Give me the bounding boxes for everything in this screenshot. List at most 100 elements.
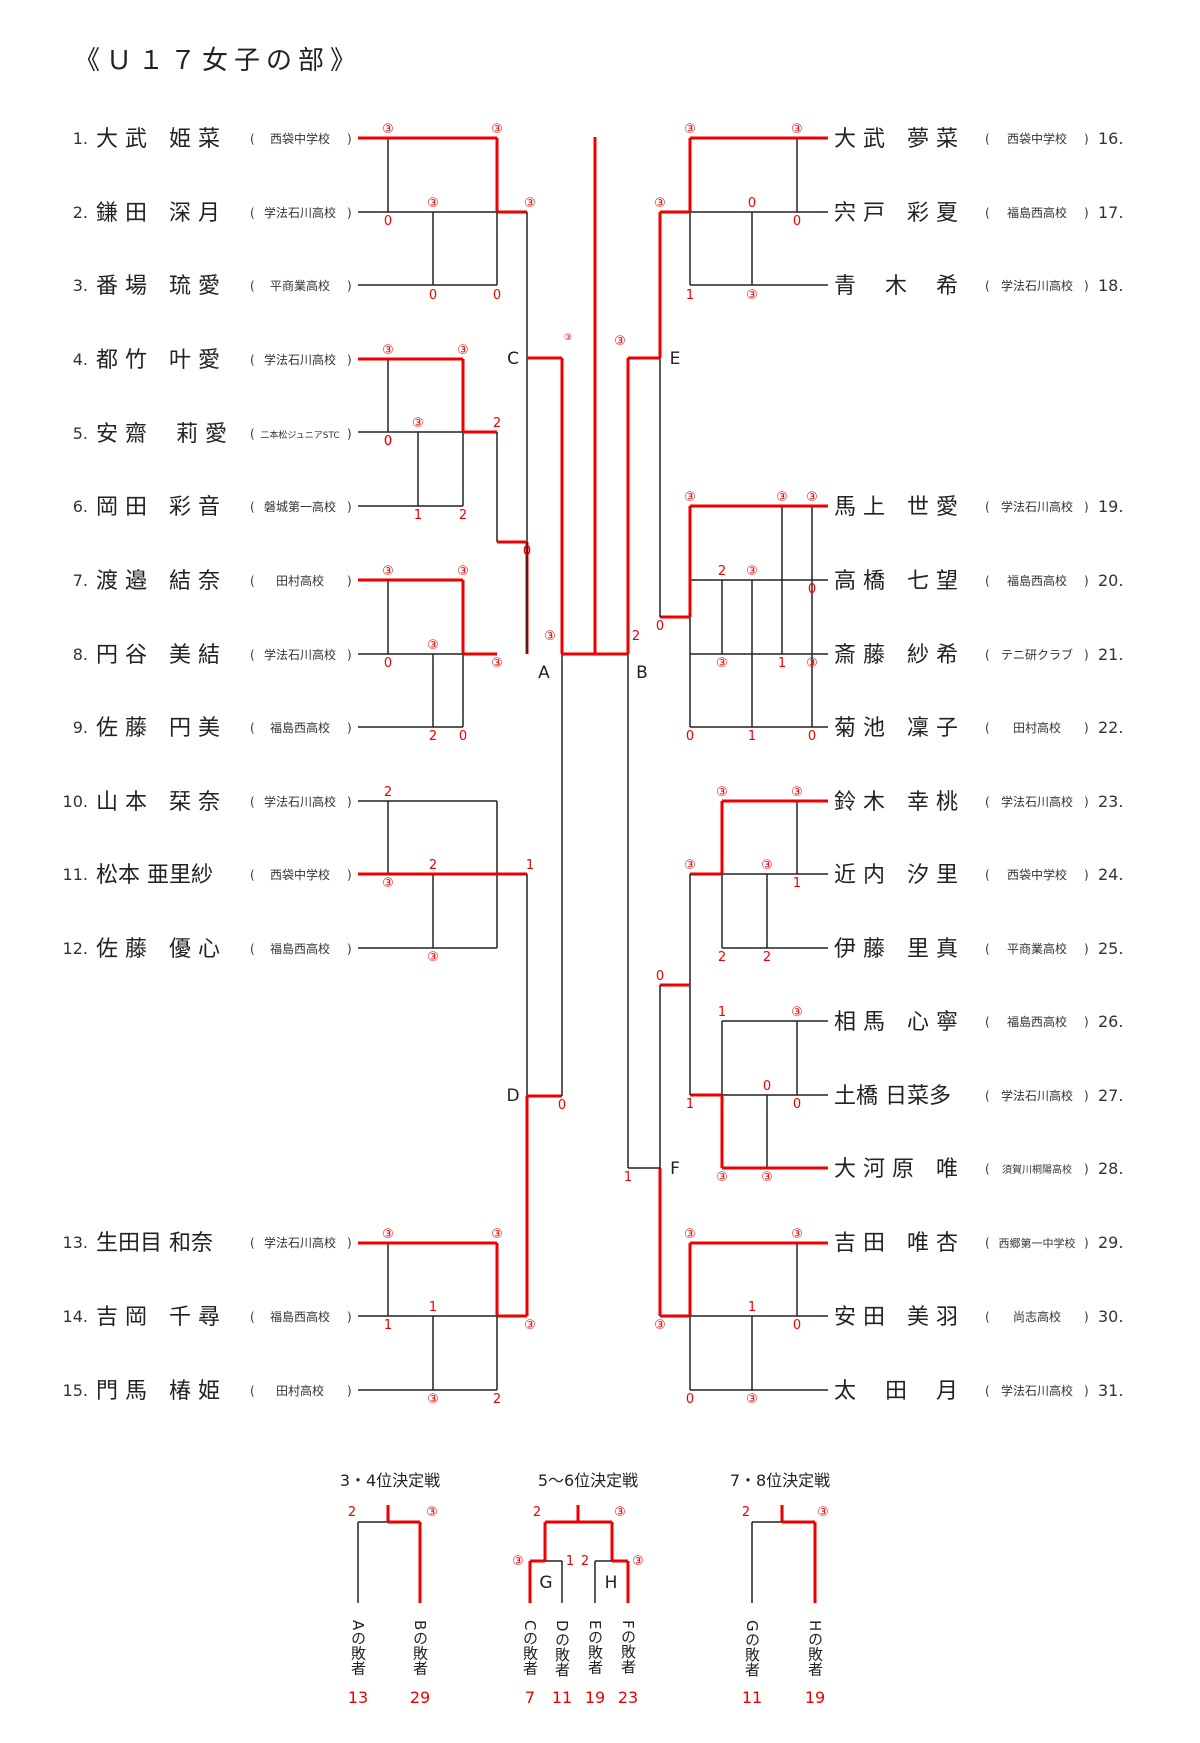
svg-text:2: 2	[429, 729, 437, 744]
svg-text:20.: 20.	[1098, 571, 1123, 590]
svg-text:③: ③	[382, 876, 394, 891]
svg-text:2: 2	[533, 1505, 541, 1520]
svg-text:2: 2	[632, 629, 640, 644]
svg-text:安 齋 莉 愛: 安 齋 莉 愛	[96, 422, 227, 447]
svg-text:近 内 汐 里: 近 内 汐 里	[834, 863, 958, 888]
svg-text:0: 0	[793, 1097, 801, 1112]
svg-text:22.: 22.	[1098, 718, 1123, 737]
svg-text:(: (	[250, 868, 255, 882]
svg-text:③: ③	[382, 564, 394, 579]
svg-text:1: 1	[748, 729, 756, 744]
player-row: 斎 藤 紗 希(テニ研クラブ)21.	[834, 643, 1123, 668]
right-bracket-lines	[595, 136, 828, 1391]
svg-text:③: ③	[524, 1318, 536, 1333]
loser-label: Cの敗者	[521, 1620, 539, 1676]
player-row: 11.松本 亜里紗(西袋中学校)	[63, 863, 352, 888]
svg-text:③: ③	[746, 564, 758, 579]
svg-text:大 武 姫 菜: 大 武 姫 菜	[96, 127, 220, 152]
svg-text:③: ③	[746, 1392, 758, 1407]
svg-text:25.: 25.	[1098, 939, 1123, 958]
svg-text:12.: 12.	[63, 939, 88, 958]
svg-text:2: 2	[384, 785, 392, 800]
svg-text:③: ③	[427, 1392, 439, 1407]
svg-text:(: (	[985, 648, 990, 662]
svg-text:福島西高校: 福島西高校	[1007, 1014, 1067, 1029]
svg-text:5～6位決定戦: 5～6位決定戦	[538, 1471, 638, 1490]
svg-text:24.: 24.	[1098, 865, 1123, 884]
svg-text:③: ③	[382, 122, 394, 137]
svg-text:③: ③	[806, 490, 818, 505]
svg-text:門 馬 椿 姫: 門 馬 椿 姫	[96, 1379, 220, 1404]
svg-text:19: 19	[805, 1688, 825, 1707]
svg-text:(: (	[985, 132, 990, 146]
svg-text:福島西高校: 福島西高校	[1007, 573, 1067, 588]
svg-text:③: ③	[512, 1554, 524, 1569]
svg-text:): )	[347, 279, 352, 293]
svg-text:③: ③	[614, 334, 626, 349]
svg-text:二本松ジュニアSTC: 二本松ジュニアSTC	[260, 429, 339, 441]
player-row: 8.円 谷 美 結(学法石川高校)	[73, 643, 352, 668]
svg-text:学法石川高校: 学法石川高校	[264, 647, 336, 662]
svg-text:1: 1	[778, 656, 786, 671]
svg-text:③: ③	[382, 1227, 394, 1242]
svg-text:学法石川高校: 学法石川高校	[264, 794, 336, 809]
svg-text:): )	[347, 500, 352, 514]
svg-text:): )	[1084, 648, 1089, 662]
svg-text:): )	[347, 942, 352, 956]
player-row: 近 内 汐 里(西袋中学校)24.	[834, 863, 1123, 888]
svg-text:1: 1	[414, 508, 422, 523]
svg-text:0: 0	[793, 214, 801, 229]
svg-text:1.: 1.	[73, 129, 88, 148]
right-scores: ③ ③ ③ 0 0 1 ③ ③ ③ ③ ③ ③ 2 ③ 0 ③ 1 0 1 0 …	[614, 122, 818, 1407]
svg-text:0: 0	[384, 434, 392, 449]
svg-text:): )	[1084, 1384, 1089, 1398]
svg-text:(: (	[250, 353, 255, 367]
svg-text:③: ③	[791, 785, 803, 800]
player-row: 7.渡 邉 結 奈(田村高校)	[73, 569, 352, 594]
svg-text:田村高校: 田村高校	[276, 573, 324, 588]
svg-text:③: ③	[427, 196, 439, 211]
player-row: 菊 池 凜 子(田村高校)22.	[834, 716, 1123, 741]
svg-text:太 田 月: 太 田 月	[834, 1379, 958, 1404]
svg-text:田村高校: 田村高校	[1013, 720, 1061, 735]
svg-text:(: (	[985, 795, 990, 809]
svg-text:18.: 18.	[1098, 276, 1123, 295]
player-row: 高 橋 七 望(福島西高校)20.	[834, 569, 1123, 594]
svg-text:): )	[1084, 1162, 1089, 1176]
svg-text:(: (	[250, 1236, 255, 1250]
svg-text:0: 0	[748, 196, 756, 211]
svg-text:): )	[1084, 1089, 1089, 1103]
svg-text:鎌 田 深 月: 鎌 田 深 月	[96, 201, 220, 226]
svg-text:宍 戸 彩 夏: 宍 戸 彩 夏	[834, 201, 958, 226]
svg-text:③: ③	[544, 629, 556, 644]
svg-text:0: 0	[523, 544, 531, 559]
svg-text:19.: 19.	[1098, 497, 1123, 516]
svg-text:2: 2	[763, 950, 771, 965]
svg-text:佐 藤 円 美: 佐 藤 円 美	[96, 716, 220, 741]
svg-text:③: ③	[614, 1505, 626, 1520]
svg-text:大 武 夢 菜: 大 武 夢 菜	[834, 127, 958, 152]
svg-text:③: ③	[491, 122, 503, 137]
svg-text:(: (	[985, 1015, 990, 1029]
svg-text:③: ③	[684, 858, 696, 873]
svg-text:0: 0	[558, 1098, 566, 1113]
svg-text:): )	[347, 1236, 352, 1250]
svg-text:(: (	[985, 206, 990, 220]
svg-text:27.: 27.	[1098, 1086, 1123, 1105]
svg-text:5.: 5.	[73, 424, 88, 443]
svg-text:都 竹 叶 愛: 都 竹 叶 愛	[96, 348, 220, 373]
svg-text:0: 0	[384, 214, 392, 229]
svg-text:15.: 15.	[63, 1381, 88, 1400]
svg-text:2: 2	[718, 564, 726, 579]
player-row: 2.鎌 田 深 月(学法石川高校)	[73, 201, 352, 226]
player-row: 大 河 原 唯(須賀川桐陽高校)28.	[834, 1157, 1123, 1182]
svg-text:0: 0	[686, 1392, 694, 1407]
player-row: 馬 上 世 愛(学法石川高校)19.	[834, 495, 1123, 520]
svg-text:9.: 9.	[73, 718, 88, 737]
svg-text:山 本 栞 奈: 山 本 栞 奈	[96, 790, 220, 815]
svg-text:21.: 21.	[1098, 645, 1123, 664]
svg-text:16.: 16.	[1098, 129, 1123, 148]
svg-text:0: 0	[656, 969, 664, 984]
svg-text:松本 亜里紗: 松本 亜里紗	[96, 863, 213, 888]
svg-text:③: ③	[412, 416, 424, 431]
